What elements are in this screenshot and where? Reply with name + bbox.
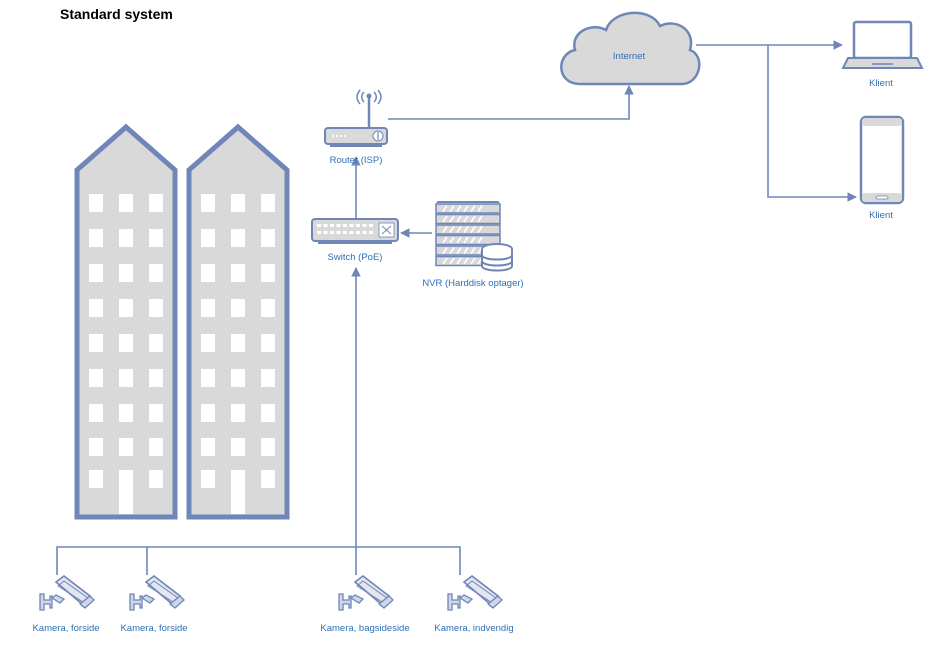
window [89, 438, 103, 456]
window [201, 470, 215, 488]
window [261, 229, 275, 247]
camera-3-label: Kamera, bagsideside [320, 623, 409, 634]
window [149, 299, 163, 317]
window [119, 229, 133, 247]
window [261, 299, 275, 317]
camera-4-label: Kamera, indvendig [434, 623, 513, 634]
window [261, 369, 275, 387]
camera-1: Kamera, forside [32, 575, 100, 634]
window [149, 334, 163, 352]
window [201, 369, 215, 387]
window [149, 264, 163, 282]
camera-4: Kamera, indvendig [434, 575, 514, 634]
camera-3: Kamera, bagsideside [320, 575, 410, 634]
window [231, 334, 245, 352]
camera-icon [447, 575, 503, 611]
camera-icon [129, 575, 185, 611]
window [89, 470, 103, 488]
building-left [74, 123, 178, 520]
window [89, 334, 103, 352]
window [231, 470, 245, 514]
window [119, 438, 133, 456]
laptop-icon [841, 20, 924, 69]
window [89, 404, 103, 422]
window [261, 334, 275, 352]
window [149, 229, 163, 247]
window [119, 264, 133, 282]
window [201, 404, 215, 422]
window [89, 194, 103, 212]
cloud-icon: Internet [560, 11, 701, 86]
window [231, 194, 245, 212]
window [201, 334, 215, 352]
phone-client-label: Klient [869, 210, 893, 221]
window [201, 194, 215, 212]
window [201, 299, 215, 317]
laptop-client-label: Klient [869, 78, 893, 89]
switch-icon [311, 218, 399, 244]
camera-icon [338, 575, 394, 611]
window [261, 438, 275, 456]
nvr-label: NVR (Harddisk optager) [422, 278, 523, 289]
camera-2: Kamera, forside [120, 575, 188, 634]
window [119, 369, 133, 387]
window [231, 299, 245, 317]
window [119, 194, 133, 212]
window [89, 229, 103, 247]
window [149, 369, 163, 387]
window [201, 264, 215, 282]
connections [56, 40, 857, 575]
window [119, 404, 133, 422]
window [89, 299, 103, 317]
building-right [186, 123, 290, 520]
window [231, 404, 245, 422]
window [149, 194, 163, 212]
page-title: Standard system [60, 6, 173, 22]
switch-label: Switch (PoE) [328, 252, 383, 263]
internet-label: Internet [613, 51, 646, 62]
router-icon [324, 89, 388, 147]
window [261, 194, 275, 212]
window [261, 404, 275, 422]
database-icon [481, 243, 513, 272]
smartphone-icon [859, 115, 905, 205]
window [119, 470, 133, 514]
window [149, 470, 163, 488]
window [119, 299, 133, 317]
window [261, 264, 275, 282]
server-storage-icon [435, 201, 513, 272]
router-label: Router (ISP) [330, 155, 383, 166]
window [231, 438, 245, 456]
window [231, 369, 245, 387]
window [149, 404, 163, 422]
camera-2-label: Kamera, forside [120, 623, 187, 634]
window [89, 369, 103, 387]
window [231, 264, 245, 282]
window [149, 438, 163, 456]
camera-icon [39, 575, 95, 611]
window [261, 470, 275, 488]
camera-1-label: Kamera, forside [32, 623, 99, 634]
window [231, 229, 245, 247]
window [201, 229, 215, 247]
window [89, 264, 103, 282]
window [119, 334, 133, 352]
window [201, 438, 215, 456]
